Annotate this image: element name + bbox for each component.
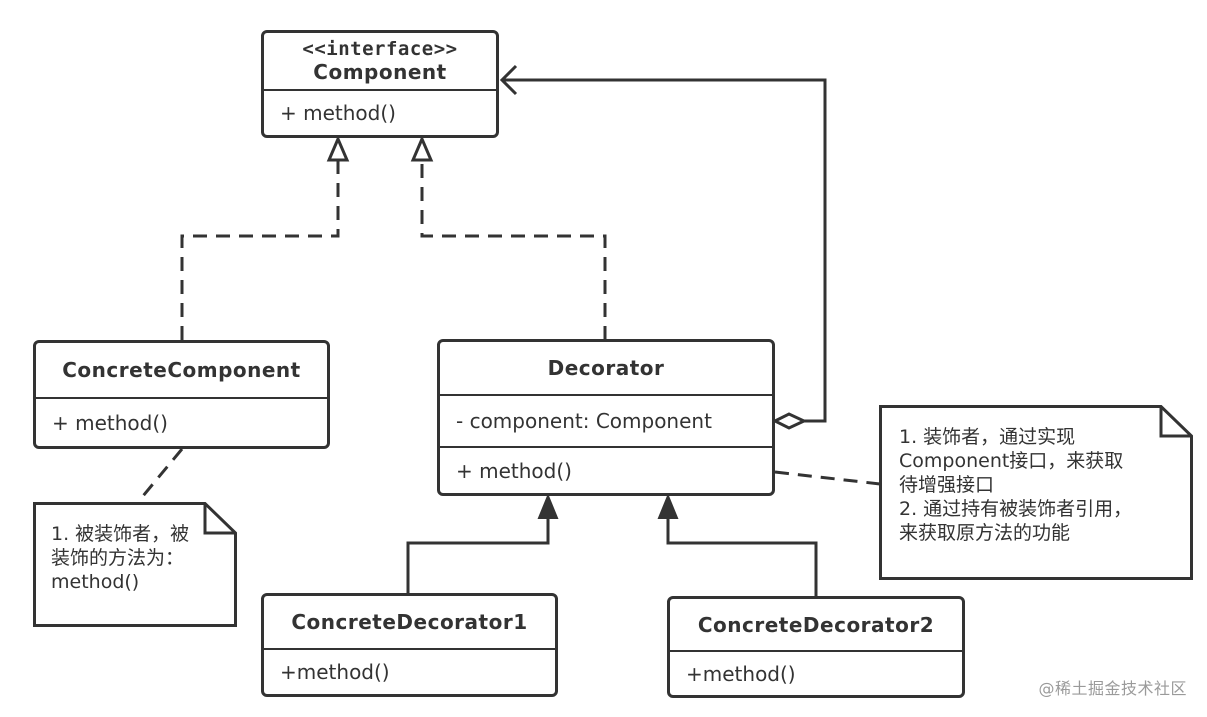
decorator-method: + method() (456, 458, 572, 483)
note-concrete-component: 1. 被装饰者，被 装饰的方法为： method() (33, 502, 237, 627)
class-concrete-decorator-1-header: ConcreteDecorator1 (264, 596, 555, 648)
note-concrete-component-text: 1. 被装饰者，被 装饰的方法为： method() (51, 523, 190, 593)
concrete-decorator-1-method: +method() (280, 660, 390, 684)
realization-arrowhead-concrete-component (326, 135, 350, 162)
note-connector-concrete-component (136, 448, 184, 503)
decorator-attribute: - component: Component (456, 409, 712, 433)
class-concrete-decorator-1[interactable]: ConcreteDecorator1 +method() (261, 593, 558, 697)
generalization-arrowhead-concrete-decorator-1 (537, 493, 559, 519)
concrete-decorator-2-class-name: ConcreteDecorator2 (697, 612, 935, 637)
concrete-component-methods: + method() (36, 397, 327, 446)
component-method: + method() (280, 101, 396, 125)
component-class-name: Component (313, 60, 447, 84)
decorator-attributes: - component: Component (440, 394, 772, 446)
class-decorator[interactable]: Decorator - component: Component + metho… (437, 339, 775, 496)
component-stereotype: <<interface>> (302, 38, 458, 60)
aggregation-open-arrowhead (499, 64, 518, 96)
note-decorator-border (879, 405, 1193, 580)
concrete-component-class-name: ConcreteComponent (62, 358, 301, 382)
class-component-header: <<interface>> Component (264, 33, 496, 89)
class-concrete-component-header: ConcreteComponent (36, 343, 327, 397)
concrete-decorator-2-method: +method() (686, 661, 796, 686)
decorator-class-name: Decorator (547, 356, 665, 380)
note-concrete-component-border (33, 502, 237, 627)
realization-line-concrete-component (180, 160, 340, 340)
concrete-decorator-1-methods: +method() (264, 648, 555, 694)
concrete-decorator-1-class-name: ConcreteDecorator1 (291, 610, 528, 634)
component-methods: + method() (264, 89, 496, 135)
note-decorator: 1. 装饰者，通过实现 Component接口，来获取 待增强接口 2. 通过持… (879, 405, 1193, 580)
class-concrete-decorator-2[interactable]: ConcreteDecorator2 +method() (667, 596, 965, 698)
realization-line-decorator (420, 160, 607, 340)
class-concrete-component[interactable]: ConcreteComponent + method() (33, 340, 330, 449)
aggregation-line-decorator-component (502, 78, 827, 423)
generalization-line-concrete-decorator-2 (666, 518, 818, 596)
class-concrete-decorator-2-header: ConcreteDecorator2 (670, 599, 962, 650)
decorator-methods: + method() (440, 446, 772, 493)
note-decorator-text: 1. 装饰者，通过实现 Component接口，来获取 待增强接口 2. 通过持… (899, 426, 1133, 544)
aggregation-diamond (771, 412, 808, 430)
concrete-decorator-2-methods: +method() (670, 650, 962, 695)
watermark: @稀土掘金技术社区 (1038, 679, 1187, 698)
realization-arrowhead-decorator (410, 135, 434, 162)
note-connector-decorator (774, 470, 881, 486)
class-decorator-header: Decorator (440, 342, 772, 394)
concrete-component-method: + method() (52, 410, 168, 435)
generalization-arrowhead-concrete-decorator-2 (657, 493, 679, 519)
class-component[interactable]: <<interface>> Component + method() (261, 30, 499, 138)
generalization-line-concrete-decorator-1 (406, 518, 550, 593)
